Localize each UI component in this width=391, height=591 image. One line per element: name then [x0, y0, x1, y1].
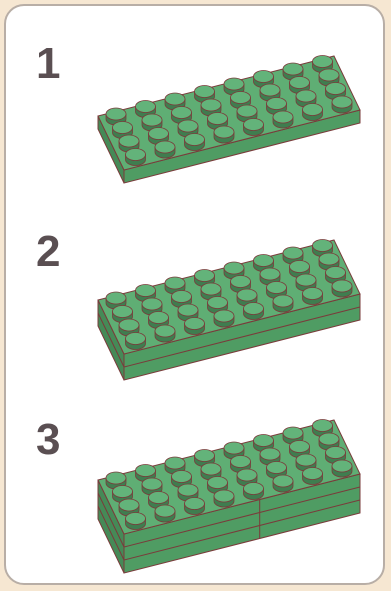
- stud: [126, 333, 146, 350]
- stud: [244, 303, 264, 320]
- stud: [303, 288, 323, 305]
- stud: [332, 96, 352, 113]
- stud: [273, 295, 293, 312]
- stud: [214, 310, 234, 327]
- build-illustrations: [6, 6, 385, 585]
- step-1-plate-stack: [98, 56, 360, 184]
- stud: [273, 111, 293, 128]
- stud: [155, 141, 175, 158]
- stud: [332, 280, 352, 297]
- stud: [185, 134, 205, 151]
- step-2-plate-stack: [98, 240, 360, 381]
- stud: [214, 126, 234, 143]
- stud: [273, 475, 293, 492]
- stud: [244, 483, 264, 500]
- stud: [214, 490, 234, 507]
- stud: [126, 513, 146, 530]
- step-3-plate-stack: [98, 420, 360, 574]
- stud: [185, 498, 205, 515]
- stud: [155, 325, 175, 342]
- instruction-card: 1 2 3: [4, 4, 385, 585]
- stud: [303, 104, 323, 121]
- stud: [126, 149, 146, 166]
- stud: [332, 460, 352, 477]
- stud: [155, 505, 175, 522]
- stud: [244, 119, 264, 136]
- stud: [303, 468, 323, 485]
- stud: [185, 318, 205, 335]
